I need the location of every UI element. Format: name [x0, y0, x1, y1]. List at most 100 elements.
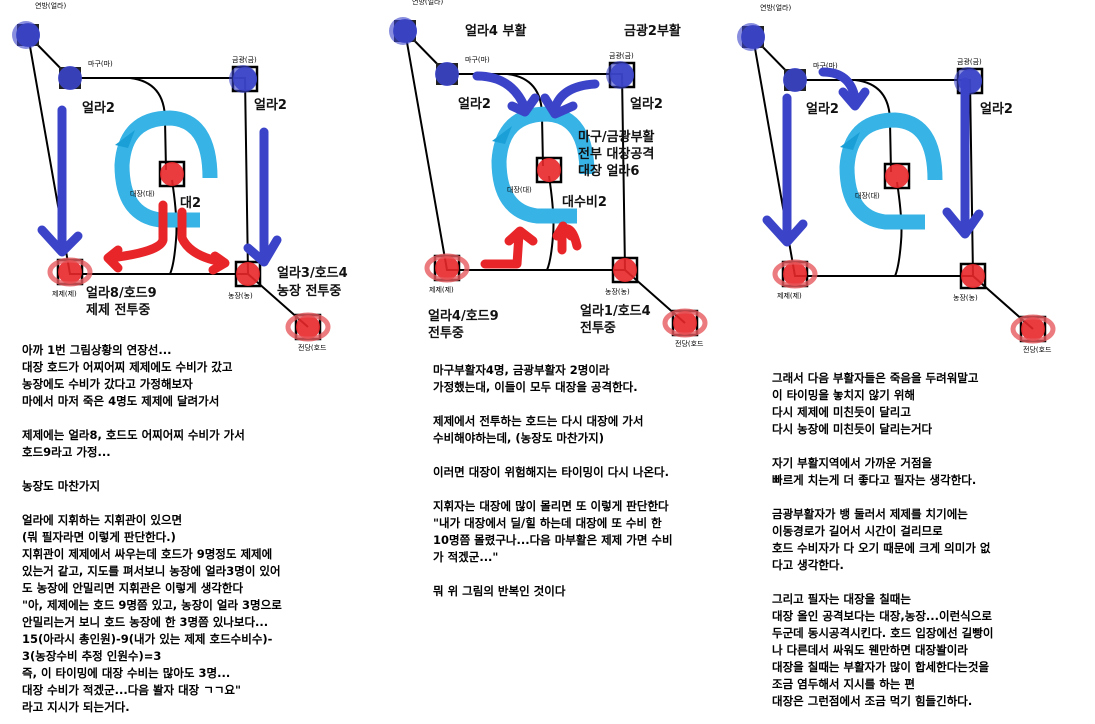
ally-move-arrow — [942, 77, 984, 239]
note-line: 제제에서 전투하는 호드는 다시 대장에 가서 — [433, 414, 644, 428]
farm-status-label-2: 농장 전투중 — [277, 284, 342, 299]
note-line — [22, 410, 282, 427]
attack-note-1: 마구/금광부활 — [578, 130, 655, 145]
boss-label: 대장(대) — [507, 185, 532, 194]
note-line: 그리고 필자는 대장을 칠때는 — [772, 592, 911, 606]
note-line: 가 적겠군..." — [433, 550, 499, 564]
magu-count-label: 얼라2 — [458, 97, 491, 112]
ally_spawn-ring — [389, 17, 417, 45]
horde_spawn-marker — [296, 315, 320, 339]
note-line: 아까 1번 그림상황의 연장선... — [22, 343, 172, 357]
ally-move-arrow — [818, 67, 870, 111]
note-line: 대장을 칠때는 부활자가 많이 합세한다는것을 — [772, 660, 990, 674]
gold-label: 금광(금) — [957, 58, 982, 66]
ally_spawn-label: 연방(얼라) — [35, 1, 66, 10]
note-line: 그래서 다음 부활자들은 죽음을 두려워말고 — [772, 371, 979, 385]
cycle-arrowhead — [115, 130, 135, 148]
note-line: 대장은 그런점에서 조금 먹기 힘들긴하다. — [772, 694, 973, 708]
gold-count-label: 얼라2 — [980, 102, 1013, 117]
note-line: 나 다른데서 싸워도 웬만하면 대장봘이라 — [772, 643, 968, 657]
note-line: 다고 생각한다. — [772, 558, 844, 572]
note-line: 뭐 위 그림의 반복인 것이다 — [433, 584, 566, 598]
ally-move-arrow — [472, 71, 540, 117]
note-line: "내가 대장에서 딜/힐 하는데 대장에 또 수비 한 — [433, 516, 662, 530]
horde_spawn-marker — [673, 311, 697, 335]
horde-defend-arrow — [177, 207, 230, 275]
note-line: 금광부활자가 뱅 둘러서 제제를 치기에는 — [772, 507, 968, 521]
note-line: "아, 제제에는 호드 9명쯤 있고, 농장이 얼라 3명으로 — [22, 598, 282, 612]
horde-return-arrow — [480, 226, 538, 269]
ally_spawn-ring — [737, 23, 765, 51]
note-line: 제제에는 얼라8, 호드도 어찌어찌 수비가 가서 — [22, 428, 245, 442]
lumber-marker — [435, 256, 459, 280]
note-line: 대장 올인 공격보다는 대장,농장...이런식으로 — [772, 609, 992, 623]
gold-ring — [229, 65, 257, 93]
note-line — [772, 574, 993, 591]
note-line: 얼라에 지휘하는 지휘관이 있으면 — [22, 513, 183, 527]
note-line: 호드 수비자가 다 오기 때문에 크게 의미가 없 — [772, 541, 991, 555]
ally_spawn-label: 연방(얼라) — [412, 0, 443, 6]
note-line: 빠르게 치는게 더 좋다고 필자는 생각한다. — [772, 473, 977, 487]
boss-label: 대장(대) — [130, 189, 155, 198]
note-line: (뭐 필자라면 이렇게 판단한다.) — [22, 530, 176, 544]
cycle-arrowhead — [492, 126, 512, 144]
note-line: 호드9라고 가정... — [22, 445, 111, 459]
note-line: 대장 호드가 어찌어찌 제제에도 수비가 갔고 — [22, 360, 233, 374]
ally_spawn-label: 연방(얼라) — [760, 3, 791, 12]
ally_spawn-ring — [12, 21, 40, 49]
note-line: 다시 농장에 미친듯이 달리는거다 — [772, 422, 933, 436]
note-line: 즉, 이 타이밍에 대장 수비는 많아도 3명... — [22, 666, 231, 680]
gold-revive-label: 금광2부활 — [624, 24, 681, 39]
magu-count-label: 얼라2 — [82, 101, 115, 116]
horde_spawn-label: 전당(호드 — [675, 339, 704, 348]
map-panel-2: 연방(얼라)마구(마)금광(금)대장(대)제제(제)농장(농)전당(호드 — [389, 0, 708, 348]
note-line: 수비해야하는데, (농장도 마찬가지) — [433, 431, 605, 445]
boss-label: 대장(대) — [855, 191, 880, 200]
farm-marker — [961, 264, 985, 288]
boss-defense-label: 대수비2 — [562, 195, 607, 210]
boss-marker — [537, 158, 561, 182]
note-line: 안밀리는거 보니 호드 농장에 한 3명쯤 있나보다... — [22, 615, 269, 629]
note-line — [22, 495, 282, 512]
note-line: 지휘관이 제제에서 싸우는데 호드가 9명정도 제제에 — [22, 547, 273, 561]
note-line — [22, 461, 282, 478]
magu-label: 마구(마) — [88, 59, 113, 68]
lumber-ring — [47, 257, 93, 287]
horde-return-arrow — [552, 221, 582, 255]
attack-note-2: 전부 대장공격 — [578, 147, 655, 162]
lumber-status-label: 얼라4/호드9 — [428, 309, 499, 324]
ally-move-arrow — [37, 105, 83, 257]
note-line: 도 농장에 안밀리면 지휘관은 이렇게 생각한다 — [22, 581, 244, 595]
lumber-marker — [58, 260, 82, 284]
farm-marker — [236, 262, 260, 286]
note-line: 3(농장수비 추정 인원수)=3 — [22, 649, 162, 663]
lumber-ring — [772, 259, 818, 289]
ally-move-arrow — [540, 79, 600, 119]
map-panel-1: 연방(얼라)마구(마)금광(금)대장(대)제제(제)농장(농)전당(호드 — [12, 1, 331, 352]
note-line — [433, 566, 673, 583]
gold-label: 금광(금) — [609, 52, 634, 60]
note-line — [433, 481, 673, 498]
note-line — [772, 438, 993, 455]
lumber-label: 제제(제) — [777, 292, 802, 300]
horde_spawn-ring — [285, 312, 331, 342]
note-line: 마구부활자4명, 금광부활자 2명이라 — [433, 363, 610, 377]
horde_spawn-label: 전당(호드 — [298, 343, 327, 352]
note-line: 대장 수비가 적겠군...다음 봘자 대장 ㄱㄱ요" — [22, 683, 241, 697]
note-line: 이러면 대장이 위험해지는 타이밍이 다시 나온다. — [433, 465, 669, 479]
attack-note-3: 대장 얼라6 — [578, 164, 640, 179]
note-line — [433, 447, 673, 464]
farm-label: 농장(농) — [953, 293, 978, 302]
note-line: 이 타이밍을 놓치지 않기 위해 — [772, 388, 915, 402]
note-line: 가정했는대, 이들이 모두 대장을 공격한다. — [433, 380, 638, 394]
magu-label: 마구(마) — [465, 55, 490, 64]
farm-marker — [613, 258, 637, 282]
horde_spawn-label: 전당(호드 — [1023, 345, 1052, 354]
note-line: 있는거 같고, 지도를 펴서보니 농장에 얼라3명이 있어 — [22, 564, 281, 578]
note-line — [433, 396, 673, 413]
note-line: 지휘자는 대장에 많이 몰리면 또 이렇게 판단한다 — [433, 499, 669, 513]
note-line — [772, 489, 993, 506]
horde-defend-arrow — [103, 200, 168, 273]
